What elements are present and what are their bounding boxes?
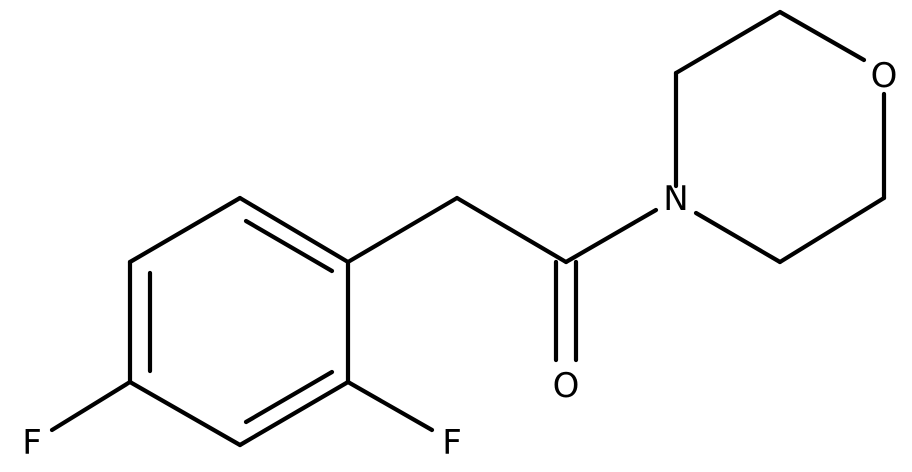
atom-label-nitrogen: N: [663, 179, 688, 219]
aromatic-inner-bond-3: [243, 218, 335, 274]
atom-label-oxygen-ring: O: [871, 56, 898, 96]
bond-carbonyl-n: [563, 207, 659, 265]
atom-label-fluorine-para: F: [22, 423, 42, 463]
bond-c5-c6: [127, 195, 243, 265]
atom-label-oxygen-carbonyl: O: [553, 366, 580, 406]
aromatic-inner-bond-1: [243, 369, 335, 425]
bond-c2-c3: [237, 379, 351, 448]
bond-c4-f-para: [49, 379, 133, 433]
morpholine-ring: [673, 9, 887, 265]
bond-c-o-upper: [777, 9, 867, 63]
bond-c-c-lower-right: [777, 195, 887, 265]
bond-c-c-upper-left: [673, 9, 783, 76]
bond-c3-c4: [127, 379, 243, 448]
bond-c6-c1: [237, 195, 351, 265]
bond-ch2-carbonyl: [454, 195, 569, 265]
benzene-ring: [127, 195, 351, 448]
bond-c1-ch2: [345, 195, 460, 265]
atom-label-fluorine-ortho: F: [442, 423, 462, 463]
bond-c2-f-ortho: [345, 379, 435, 433]
bond-c-n-lower: [693, 210, 783, 265]
